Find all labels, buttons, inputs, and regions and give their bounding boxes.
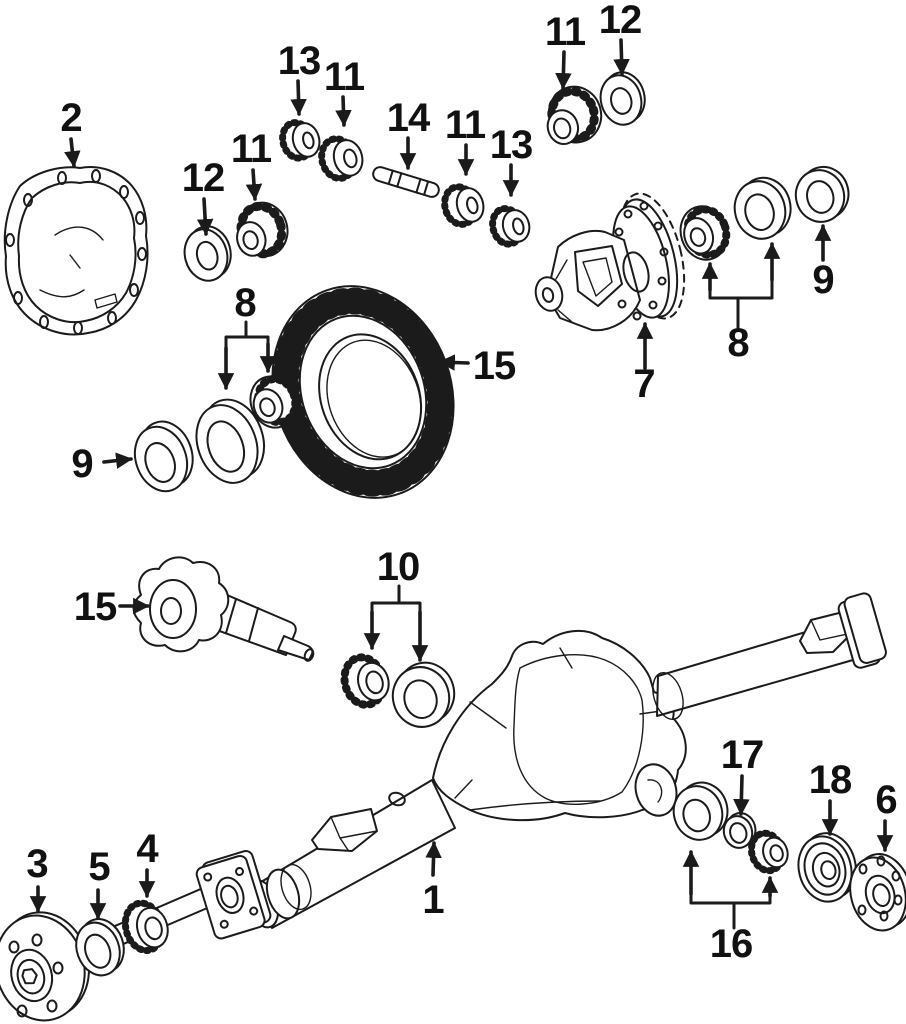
callout-13b-label: 13 [490,123,533,167]
seal-right-part [794,165,850,223]
pinion-gear-11b-part [318,135,364,182]
thrust-washer-right-part [599,71,646,126]
gasket-part [3,166,149,336]
hub-seal-part [797,832,857,903]
carrier-bearing-cone-left-part [249,375,300,429]
callout-18-label: 18 [809,758,852,802]
carrier-bearing-cup-left-part [195,398,265,484]
axle-housing-part [246,592,887,929]
callout-labels: 2 12 11 13 11 14 11 13 11 12 7 8 9 15 8 … [26,0,897,966]
side-gear-left-part [236,201,289,259]
callout-4-label: 4 [136,827,159,871]
callout-3-label: 3 [26,842,47,886]
callout-9-right-label: 9 [812,258,833,302]
pinion-gear-13b-part [489,205,531,248]
callout-16-label: 16 [710,922,753,966]
drive-pinion-part [132,556,315,662]
callout-10-label: 10 [377,545,420,589]
callout-11c-label: 11 [445,103,486,147]
callout-1-label: 1 [422,878,444,922]
cross-shaft-part [372,166,440,198]
side-gear-right-part [546,85,603,145]
seal-left-part [133,420,194,493]
retainer-ring-part [722,812,757,849]
axle-bearing-left-part [121,899,169,954]
axle-bearing-right-part [672,781,729,841]
carrier-bearing-cup-right-part [733,176,792,240]
callout-15-ring-gear-label: 15 [473,344,516,388]
callout-15-pinion-label: 15 [74,585,117,629]
callout-arrows [29,38,894,930]
callout-2-label: 2 [60,96,81,140]
axle-seal-part [75,918,125,977]
carrier-bearing-cone-right-part [679,205,731,261]
pinion-gear-13a-part [279,119,321,162]
callout-11d-label: 11 [545,10,586,54]
callout-9-left-label: 9 [71,442,92,486]
pinion-gear-11c-part [441,183,485,228]
callout-5-label: 5 [88,845,110,889]
callout-6-label: 6 [875,778,896,822]
callout-11b-label: 11 [324,55,365,99]
callout-14-label: 14 [387,96,431,140]
callout-13a-label: 13 [278,39,321,83]
callout-12-right-label: 12 [599,0,642,42]
callout-11a-label: 11 [231,127,272,171]
thrust-washer-left-part [183,225,232,282]
callout-8-right-label: 8 [727,321,749,365]
bearing-cone-right-part [747,829,789,875]
callout-8-left-label: 8 [234,281,256,325]
pinion-bearing-cup-part [391,661,456,728]
callout-12-left-label: 12 [182,156,225,200]
pinion-bearing-cone-part [340,653,390,709]
callout-7-label: 7 [633,362,654,406]
differential-case-part [534,192,686,332]
wheel-hub-part [849,853,906,932]
callout-17-label: 17 [721,733,764,777]
